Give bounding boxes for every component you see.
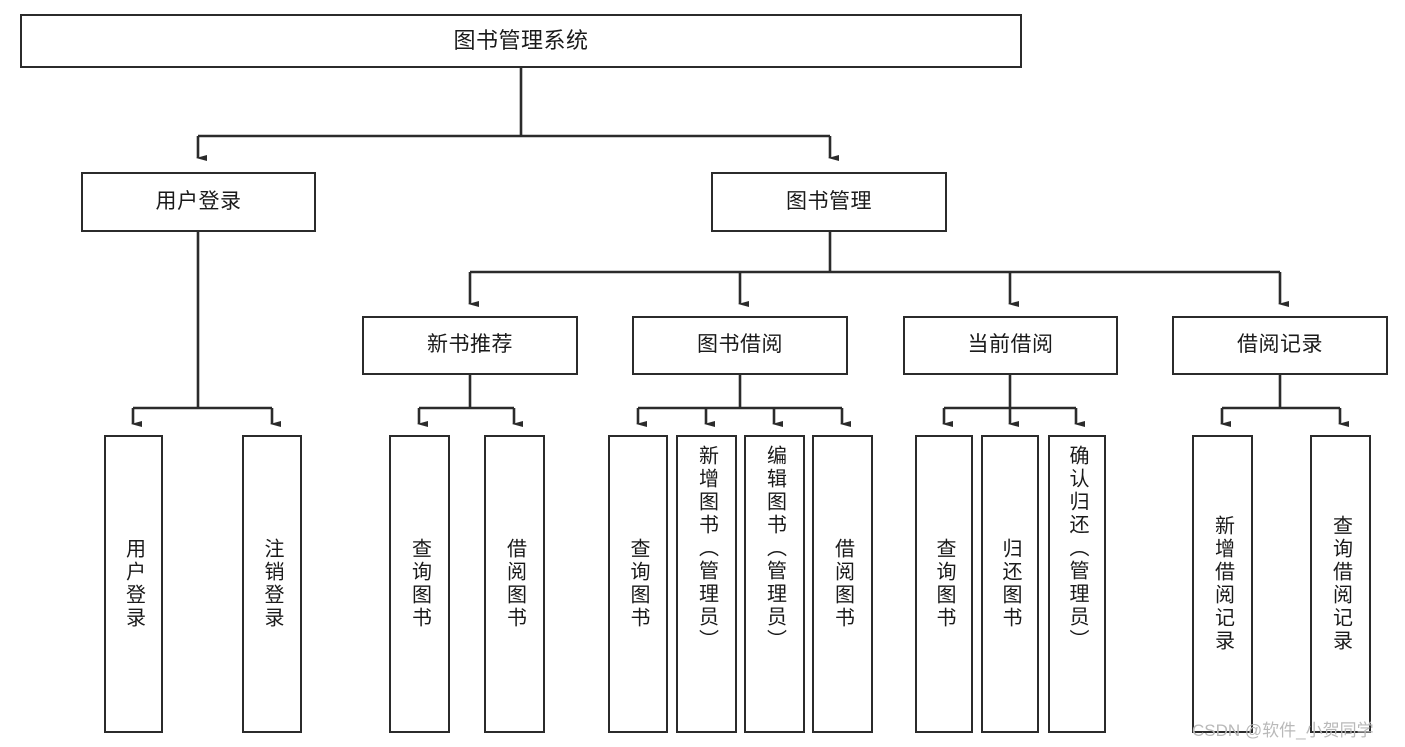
node-label: 图书管理系统	[453, 28, 589, 54]
leaf-book-borrow-edit-book-admin[interactable]: 编辑图书（管理员）	[744, 435, 805, 733]
node-borrow-record[interactable]: 借阅记录	[1172, 316, 1388, 375]
node-label: 图书管理	[786, 189, 872, 213]
node-current-borrow[interactable]: 当前借阅	[903, 316, 1118, 375]
node-label: 新增图书（管理员）	[695, 445, 718, 652]
node-new-book-recommend[interactable]: 新书推荐	[362, 316, 578, 375]
leaf-borrow-record-query-record[interactable]: 查询借阅记录	[1310, 435, 1371, 733]
node-book-borrow[interactable]: 图书借阅	[632, 316, 848, 375]
node-label: 当前借阅	[967, 333, 1054, 357]
leaf-book-borrow-add-book-admin[interactable]: 新增图书（管理员）	[676, 435, 737, 733]
node-label: 借阅图书	[831, 538, 854, 630]
node-label: 借阅图书	[503, 538, 526, 630]
node-label: 查询借阅记录	[1329, 515, 1352, 653]
leaf-new-book-query-book[interactable]: 查询图书	[389, 435, 450, 733]
node-label: 归还图书	[999, 538, 1021, 630]
node-label: 查询图书	[408, 538, 431, 630]
node-label: 查询图书	[627, 538, 649, 630]
leaf-user-login-logout[interactable]: 注销登录	[242, 435, 302, 733]
leaf-current-borrow-confirm-return-admin[interactable]: 确认归还（管理员）	[1048, 435, 1106, 733]
leaf-borrow-record-add-record[interactable]: 新增借阅记录	[1192, 435, 1253, 733]
node-label: 查询图书	[933, 538, 955, 630]
node-root-book-management-system[interactable]: 图书管理系统	[20, 14, 1022, 68]
node-label: 注销登录	[261, 538, 283, 630]
leaf-new-book-borrow-book[interactable]: 借阅图书	[484, 435, 545, 733]
node-book-management[interactable]: 图书管理	[711, 172, 947, 232]
node-label: 确认归还（管理员）	[1066, 445, 1088, 652]
leaf-current-borrow-query-book[interactable]: 查询图书	[915, 435, 973, 733]
node-label: 借阅记录	[1237, 333, 1323, 357]
leaf-current-borrow-return-book[interactable]: 归还图书	[981, 435, 1039, 733]
node-label: 编辑图书（管理员）	[763, 445, 786, 652]
node-user-login[interactable]: 用户登录	[81, 172, 316, 232]
node-label: 用户登录	[122, 538, 145, 630]
node-label: 用户登录	[155, 189, 242, 213]
leaf-user-login-login[interactable]: 用户登录	[104, 435, 163, 733]
leaf-book-borrow-borrow-book[interactable]: 借阅图书	[812, 435, 873, 733]
node-label: 新书推荐	[427, 333, 513, 357]
watermark: CSDN @软件_小贺同学	[1192, 721, 1374, 740]
node-label: 新增借阅记录	[1211, 515, 1234, 653]
node-label: 图书借阅	[697, 333, 783, 357]
leaf-book-borrow-query-book[interactable]: 查询图书	[608, 435, 668, 733]
